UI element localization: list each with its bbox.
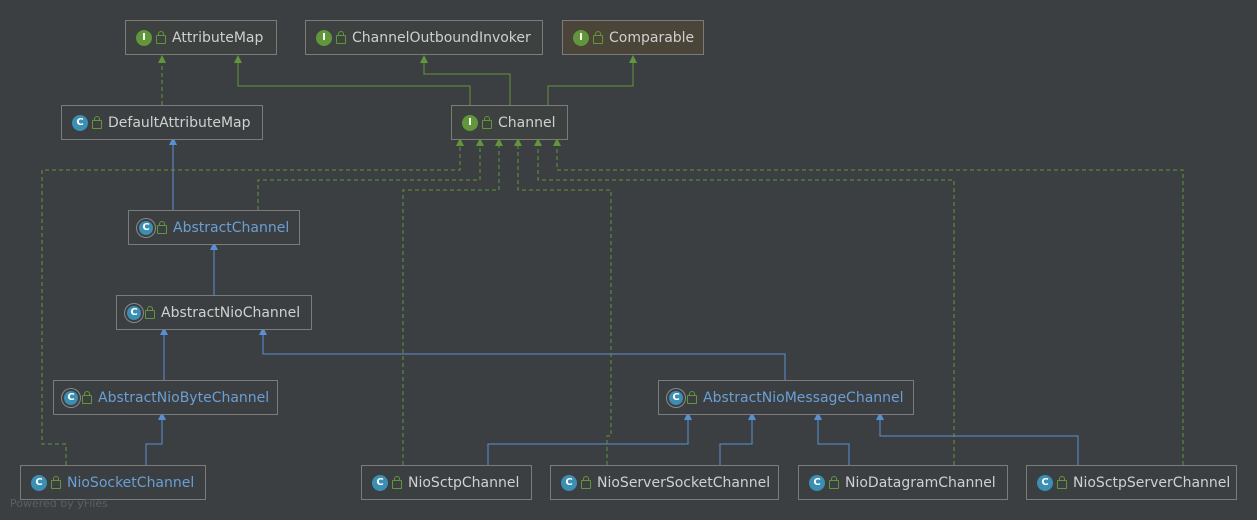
edge-nio-server-socket-channel-to-channel	[514, 138, 612, 465]
node-nio-sctp-channel[interactable]: C NioSctpChannel	[361, 465, 532, 500]
edge-channel-to-channel-outbound-invoker	[420, 55, 511, 105]
edge-nio-sctp-channel-to-abstract-nio-message-channel	[487, 412, 692, 465]
class-icon: C	[1037, 474, 1053, 491]
public-lock-icon	[336, 30, 346, 44]
abstract-class-icon: C	[669, 390, 683, 405]
edge-nio-socket-channel-to-channel	[41, 138, 464, 465]
node-nio-socket-channel[interactable]: C NioSocketChannel	[20, 465, 206, 500]
public-lock-icon	[51, 475, 61, 489]
interface-icon: I	[316, 29, 332, 46]
edge-nio-sctp-server-channel-to-abstract-nio-message-channel	[876, 412, 1079, 465]
class-icon: C	[72, 114, 88, 131]
abstract-class-icon: C	[127, 305, 141, 320]
public-lock-icon	[593, 30, 603, 44]
public-lock-icon	[1057, 475, 1067, 489]
node-label: NioSctpServerChannel	[1073, 474, 1231, 491]
edge-channel-to-attribute-map	[234, 55, 471, 105]
node-abstract-nio-message-channel[interactable]: C AbstractNioMessageChannel	[658, 380, 914, 415]
edge-abstract-channel-to-channel	[257, 138, 484, 210]
class-icon: C	[561, 474, 577, 491]
node-abstract-nio-byte-channel[interactable]: C AbstractNioByteChannel	[53, 380, 278, 415]
node-channel[interactable]: I Channel	[451, 105, 568, 140]
node-label: NioSctpChannel	[408, 474, 520, 491]
node-label: NioServerSocketChannel	[597, 474, 771, 491]
node-label: AbstractNioChannel	[161, 304, 301, 321]
node-label: NioSocketChannel	[67, 474, 195, 491]
public-lock-icon	[156, 30, 166, 44]
node-abstract-channel[interactable]: C AbstractChannel	[128, 210, 300, 245]
node-label: Comparable	[609, 29, 695, 46]
node-attribute-map[interactable]: I AttributeMap	[125, 20, 277, 55]
node-label: NioDatagramChannel	[845, 474, 996, 491]
class-icon: C	[372, 474, 388, 491]
edge-nio-datagram-channel-to-abstract-nio-message-channel	[814, 412, 850, 465]
edge-nio-sctp-server-channel-to-channel	[553, 138, 1184, 465]
node-label: AbstractChannel	[173, 219, 290, 236]
edge-channel-to-comparable	[547, 55, 637, 105]
interface-icon: I	[573, 29, 589, 46]
public-lock-icon	[829, 475, 839, 489]
public-lock-icon	[392, 475, 402, 489]
node-nio-datagram-channel[interactable]: C NioDatagramChannel	[798, 465, 1008, 500]
interface-icon: I	[136, 29, 152, 46]
public-lock-icon	[82, 390, 92, 404]
abstract-class-icon: C	[139, 220, 153, 235]
node-nio-sctp-server-channel[interactable]: C NioSctpServerChannel	[1026, 465, 1237, 500]
node-label: ChannelOutboundInvoker	[352, 29, 531, 46]
public-lock-icon	[145, 305, 155, 319]
interface-icon: I	[462, 114, 478, 131]
edge-abstract-nio-message-channel-to-abstract-nio-channel	[259, 327, 786, 380]
node-comparable[interactable]: I Comparable	[562, 20, 704, 55]
node-label: AbstractNioByteChannel	[98, 389, 270, 406]
node-nio-server-socket-channel[interactable]: C NioServerSocketChannel	[550, 465, 779, 500]
edge-nio-server-socket-channel-to-abstract-nio-message-channel	[719, 412, 756, 465]
node-label: AttributeMap	[172, 29, 264, 46]
edge-nio-socket-channel-to-abstract-nio-byte-channel	[145, 412, 166, 465]
public-lock-icon	[92, 115, 102, 129]
class-icon: C	[809, 474, 825, 491]
node-abstract-nio-channel[interactable]: C AbstractNioChannel	[116, 295, 312, 330]
node-label: DefaultAttributeMap	[108, 114, 251, 131]
class-icon: C	[31, 474, 47, 491]
edge-nio-sctp-channel-to-channel	[402, 138, 503, 465]
node-channel-outbound-invoker[interactable]: I ChannelOutboundInvoker	[305, 20, 543, 55]
public-lock-icon	[157, 220, 167, 234]
abstract-class-icon: C	[64, 390, 78, 405]
node-label: Channel	[498, 114, 556, 131]
node-default-attribute-map[interactable]: C DefaultAttributeMap	[61, 105, 263, 140]
node-label: AbstractNioMessageChannel	[703, 389, 904, 406]
edge-nio-datagram-channel-to-channel	[534, 138, 955, 465]
public-lock-icon	[581, 475, 591, 489]
public-lock-icon	[482, 115, 492, 129]
footer-powered-by: Powered by yFiles	[10, 497, 108, 510]
public-lock-icon	[687, 390, 697, 404]
